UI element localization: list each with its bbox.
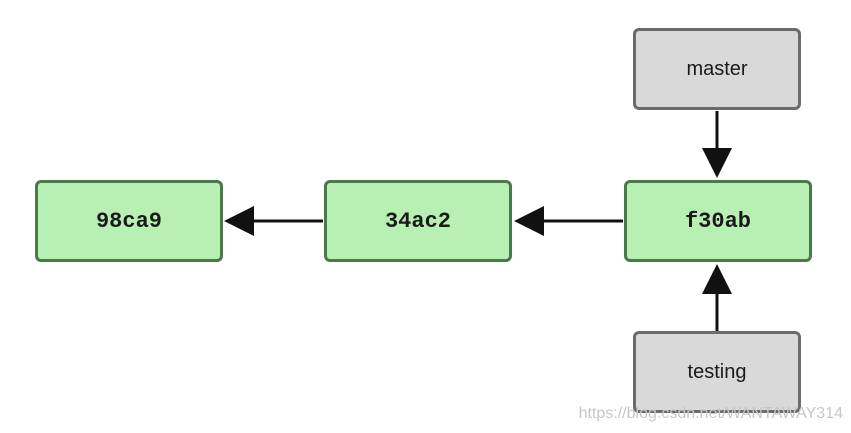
commit-node-34ac2: 34ac2 [324, 180, 512, 262]
branch-pointer-master: master [633, 28, 801, 110]
commit-node-f30ab: f30ab [624, 180, 812, 262]
watermark-text: https://blog.csdn.net/WANTAWAY314 [578, 405, 843, 422]
commit-node-98ca9: 98ca9 [35, 180, 223, 262]
branch-pointer-testing: testing [633, 331, 801, 413]
